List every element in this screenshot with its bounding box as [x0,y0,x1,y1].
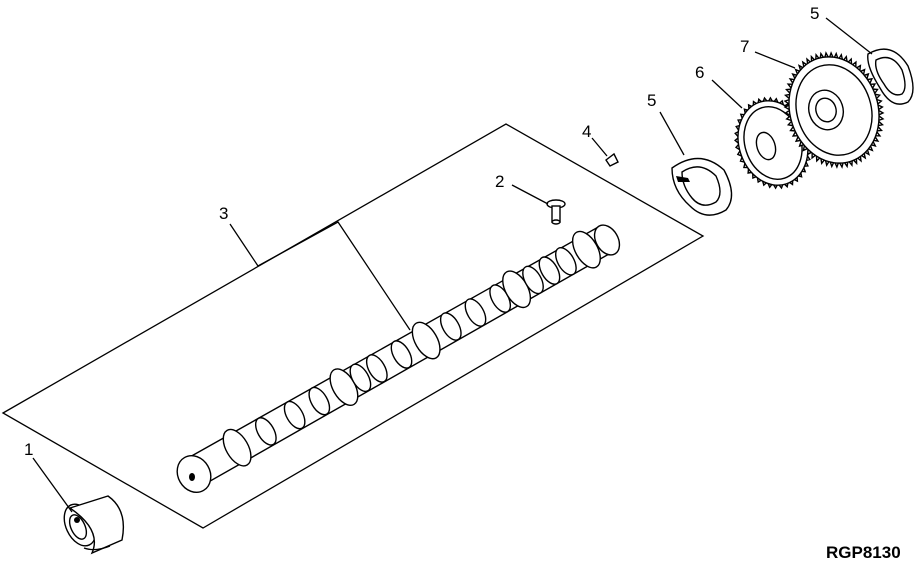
camshaft-lobe [554,247,577,276]
woodruff-key [605,152,619,167]
camshaft-lobe [390,340,413,369]
callout-1: 1 [24,440,33,459]
assembly-outline [1,123,705,529]
camshaft-lobe [283,400,306,430]
camshaft-lobe [464,298,487,327]
leader-line-7 [754,51,796,69]
leader-line-6 [711,79,743,109]
camshaft-pin [546,199,566,225]
camshaft-lobe [254,417,277,446]
leader-line-3 [229,221,411,331]
idler-gear [783,51,885,169]
camshaft-lobe [222,428,252,467]
figure-code: RGP8130 [826,543,901,562]
thrust-washer-rear [867,48,914,105]
callout-5-front: 5 [647,91,656,110]
leader-line-1 [32,457,73,513]
callout-3: 3 [219,204,228,223]
callout-2: 2 [495,172,504,191]
leader-line-5a [659,111,685,156]
camshaft-lobe [522,265,544,295]
camshaft-lobe [349,363,372,393]
camshaft-lobe [308,386,331,416]
camshaft-lobe [365,354,388,383]
callout-5-rear: 5 [810,4,819,23]
leader-line-5b [825,17,873,55]
camshaft [176,224,621,493]
camshaft-lobe [538,256,561,285]
camshaft-lobe [411,321,441,360]
callout-6: 6 [695,63,704,82]
leader-line-2 [511,184,549,205]
thrust-plate-front [671,157,733,216]
camshaft-bushing [63,495,125,555]
leader-line-4 [591,137,608,157]
callout-4: 4 [582,122,591,141]
callout-7: 7 [740,37,749,56]
camshaft-lobe [439,312,462,341]
